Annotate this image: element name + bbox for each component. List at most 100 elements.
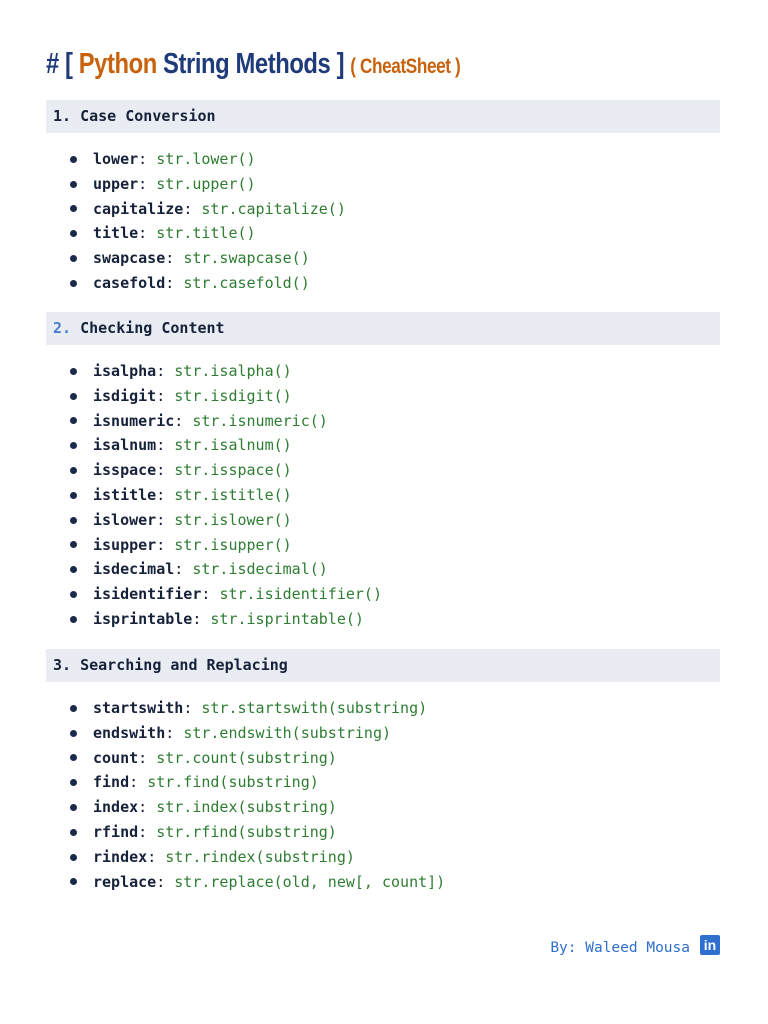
section-heading: Case Conversion xyxy=(80,107,216,125)
list-item: isdigit: str.isdigit() xyxy=(46,384,720,409)
bullet-icon xyxy=(70,392,77,400)
method-code: str.isdigit() xyxy=(174,386,292,405)
method-code: str.casefold() xyxy=(183,273,310,292)
list-item: islower: str.islower() xyxy=(46,508,720,533)
method-code: str.swapcase() xyxy=(183,249,310,268)
bullet-icon xyxy=(70,541,77,549)
section-number: 1. xyxy=(53,107,72,125)
method-name: istitle xyxy=(93,485,157,504)
method-name: isalnum xyxy=(93,436,157,455)
method-code: str.islower() xyxy=(174,510,292,529)
title-hash: # [ xyxy=(46,48,79,80)
method-name: swapcase xyxy=(93,249,166,268)
method-name: casefold xyxy=(93,273,166,292)
list-item: isdecimal: str.isdecimal() xyxy=(46,557,720,582)
method-code: str.upper() xyxy=(156,174,256,193)
bullet-icon xyxy=(70,828,77,836)
method-code: str.endswith(substring) xyxy=(183,723,392,742)
method-code: str.capitalize() xyxy=(201,199,346,218)
list-item: isspace: str.isspace() xyxy=(46,458,720,483)
list-item: replace: str.replace(old, new[, count]) xyxy=(46,870,720,895)
bullet-icon xyxy=(70,516,77,524)
method-code: str.isidentifier() xyxy=(219,585,382,604)
method-code: str.isdecimal() xyxy=(192,560,328,579)
method-name: isalpha xyxy=(93,362,157,380)
list-item: endswith: str.endswith(substring) xyxy=(46,721,720,746)
bullet-icon xyxy=(70,155,77,163)
method-code: str.isnumeric() xyxy=(192,411,328,430)
section-case-conversion: 1. Case Conversion lower: str.lower() up… xyxy=(46,100,720,296)
bullet-icon xyxy=(70,804,77,812)
list-item: capitalize: str.capitalize() xyxy=(46,197,720,222)
bullet-icon xyxy=(70,566,77,574)
section-checking-content: 2. Checking Content isalpha: str.isalpha… xyxy=(46,312,720,632)
method-name: isidentifier xyxy=(93,585,202,604)
bullet-icon xyxy=(70,729,77,737)
method-name: islower xyxy=(93,510,157,529)
bullet-icon xyxy=(70,491,77,499)
method-name: title xyxy=(93,224,139,243)
bullet-icon xyxy=(70,467,77,475)
list-item: find: str.find(substring) xyxy=(46,770,720,795)
method-name: isupper xyxy=(93,535,157,554)
method-name: isdigit xyxy=(93,386,157,405)
bullet-icon xyxy=(70,853,77,861)
section-searching-replacing: 3. Searching and Replacing startswith: s… xyxy=(46,649,720,894)
section-heading: Checking Content xyxy=(80,319,225,337)
method-code: str.replace(old, new[, count]) xyxy=(174,872,446,891)
section-header: 2. Checking Content xyxy=(46,312,720,345)
bullet-icon xyxy=(70,230,77,238)
list-item: istitle: str.istitle() xyxy=(46,483,720,508)
bullet-icon xyxy=(70,417,77,425)
list-item: index: str.index(substring) xyxy=(46,795,720,820)
bullet-icon xyxy=(70,878,77,886)
list-item: title: str.title() xyxy=(46,221,720,246)
method-name: lower xyxy=(93,150,139,168)
method-list: isalpha: str.isalpha() isdigit: str.isdi… xyxy=(46,359,720,632)
list-item: count: str.count(substring) xyxy=(46,746,720,771)
bullet-icon xyxy=(70,704,77,712)
method-name: count xyxy=(93,748,139,767)
method-name: capitalize xyxy=(93,199,184,218)
list-item: isalnum: str.isalnum() xyxy=(46,433,720,458)
method-code: str.lower() xyxy=(156,150,256,168)
bullet-icon xyxy=(70,279,77,287)
method-name: isnumeric xyxy=(93,411,175,430)
method-code: str.isspace() xyxy=(174,461,292,480)
list-item: lower: str.lower() xyxy=(46,147,720,172)
method-name: isprintable xyxy=(93,609,193,628)
method-code: str.isprintable() xyxy=(210,609,364,628)
method-code: str.istitle() xyxy=(174,485,292,504)
list-item: isalpha: str.isalpha() xyxy=(46,359,720,384)
linkedin-icon[interactable]: in xyxy=(700,935,720,955)
list-item: isupper: str.isupper() xyxy=(46,533,720,558)
method-code: str.isalpha() xyxy=(174,362,292,380)
list-item: isnumeric: str.isnumeric() xyxy=(46,409,720,434)
method-code: str.rindex(substring) xyxy=(165,847,355,866)
method-name: startswith xyxy=(93,699,184,717)
method-name: rindex xyxy=(93,847,148,866)
bullet-icon xyxy=(70,779,77,787)
list-item: casefold: str.casefold() xyxy=(46,271,720,296)
section-heading: Searching and Replacing xyxy=(80,656,288,674)
bullet-icon xyxy=(70,255,77,263)
method-name: endswith xyxy=(93,723,166,742)
method-name: rfind xyxy=(93,822,139,841)
method-code: str.count(substring) xyxy=(156,748,337,767)
list-item: startswith: str.startswith(substring) xyxy=(46,696,720,721)
method-code: str.isupper() xyxy=(174,535,292,554)
bullet-icon xyxy=(70,442,77,450)
bullet-icon xyxy=(70,180,77,188)
section-header: 3. Searching and Replacing xyxy=(46,649,720,682)
bullet-icon xyxy=(70,754,77,762)
bullet-icon xyxy=(70,367,77,375)
section-number: 3. xyxy=(53,656,72,674)
page-title: # [ Python String Methods ] ( CheatSheet… xyxy=(46,44,461,87)
method-name: index xyxy=(93,798,139,817)
list-item: rfind: str.rfind(substring) xyxy=(46,820,720,845)
list-item: swapcase: str.swapcase() xyxy=(46,246,720,271)
method-code: str.index(substring) xyxy=(156,798,337,817)
section-number: 2. xyxy=(53,319,72,337)
method-name: find xyxy=(93,773,130,792)
author-byline: By: Waleed Mousa xyxy=(550,940,690,956)
